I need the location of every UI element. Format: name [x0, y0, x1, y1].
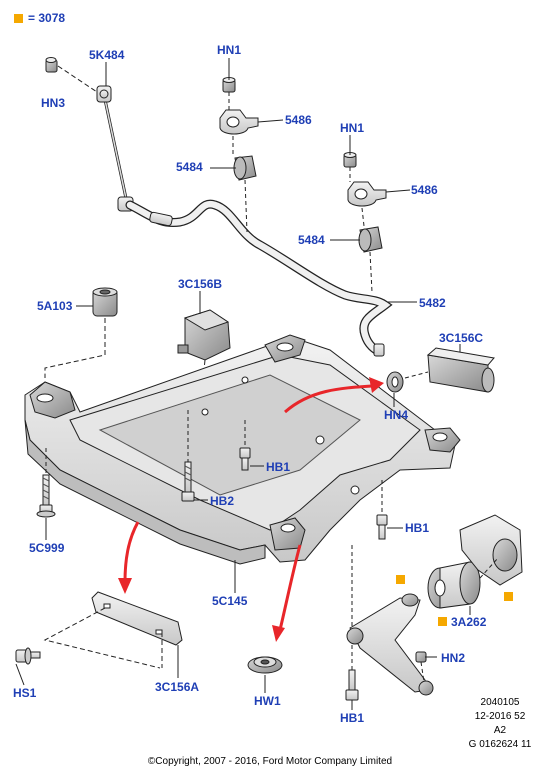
bushing-3a262: [427, 561, 481, 609]
label-5482[interactable]: 5482: [419, 296, 446, 310]
label-5c999[interactable]: 5C999: [29, 541, 65, 555]
label-5486-right[interactable]: 5486: [411, 183, 438, 197]
nut-hn3: [45, 57, 58, 73]
legend-text: = 3078: [28, 11, 66, 25]
bushing-5a103: [92, 287, 118, 317]
stabilizer-bar: [125, 199, 393, 357]
nut-hn2: [415, 651, 427, 663]
marker-3078-label: [438, 617, 447, 626]
label-hb1-mid[interactable]: HB1: [266, 460, 291, 474]
label-3c156a[interactable]: 3C156A: [155, 680, 200, 694]
label-5486-top[interactable]: 5486: [285, 113, 312, 127]
washer-hw1: [247, 656, 283, 674]
label-3a262[interactable]: 3A262: [451, 615, 487, 629]
label-5484-right[interactable]: 5484: [298, 233, 325, 247]
bolt-hs1: [15, 647, 41, 665]
bolt-hb1-bottom: [345, 669, 359, 701]
bracket-3a262: [459, 514, 523, 586]
label-hn1-top[interactable]: HN1: [217, 43, 242, 57]
bolt-5c999: [36, 474, 56, 518]
label-5k484[interactable]: 5K484: [89, 48, 125, 62]
ref-level: A2: [493, 725, 507, 736]
label-hn3[interactable]: HN3: [41, 96, 66, 110]
label-3c156b[interactable]: 3C156B: [178, 277, 223, 291]
bracket-3c156a: [91, 591, 183, 646]
clamp-5486-top: [219, 109, 259, 135]
legend-marker: [14, 14, 23, 23]
copyright: ©Copyright, 2007 - 2016, Ford Motor Comp…: [147, 756, 393, 767]
clamp-5486-right: [347, 181, 387, 207]
stabilizer-link: [96, 85, 134, 212]
label-hw1[interactable]: HW1: [254, 694, 281, 708]
marker-3078-arm: [396, 575, 405, 584]
label-5484-top[interactable]: 5484: [176, 160, 203, 174]
label-hn2[interactable]: HN2: [441, 651, 466, 665]
label-5a103[interactable]: 5A103: [37, 299, 73, 313]
bolt-hb1-right: [376, 514, 388, 540]
label-hs1[interactable]: HS1: [13, 686, 37, 700]
module-3c156b: [177, 309, 231, 361]
callout-arrows: [123, 384, 373, 631]
label-hb2[interactable]: HB2: [210, 494, 235, 508]
bolt-hb2: [181, 461, 195, 502]
label-hb1-right[interactable]: HB1: [405, 521, 430, 535]
label-hb1-bottom[interactable]: HB1: [340, 711, 365, 725]
callout-arrowheads: [118, 377, 384, 642]
sensor-3c156c: [426, 347, 495, 393]
label-3c156c[interactable]: 3C156C: [439, 331, 484, 345]
bushing-5484-top: [233, 155, 257, 181]
bushing-5484-right: [358, 226, 383, 253]
nut-hn4: [386, 371, 404, 393]
bolt-hb1-mid: [239, 447, 251, 471]
control-arm: [346, 593, 434, 696]
label-hn4[interactable]: HN4: [384, 408, 409, 422]
ref-code: 2040105: [480, 697, 520, 708]
leader-lines: [15, 58, 471, 710]
label-5c145[interactable]: 5C145: [212, 594, 248, 608]
label-hn1-right[interactable]: HN1: [340, 121, 365, 135]
ref-id: G 0162624 11: [468, 739, 532, 750]
ref-date: 12-2016 52: [474, 711, 526, 722]
marker-3078-bracket: [504, 592, 513, 601]
